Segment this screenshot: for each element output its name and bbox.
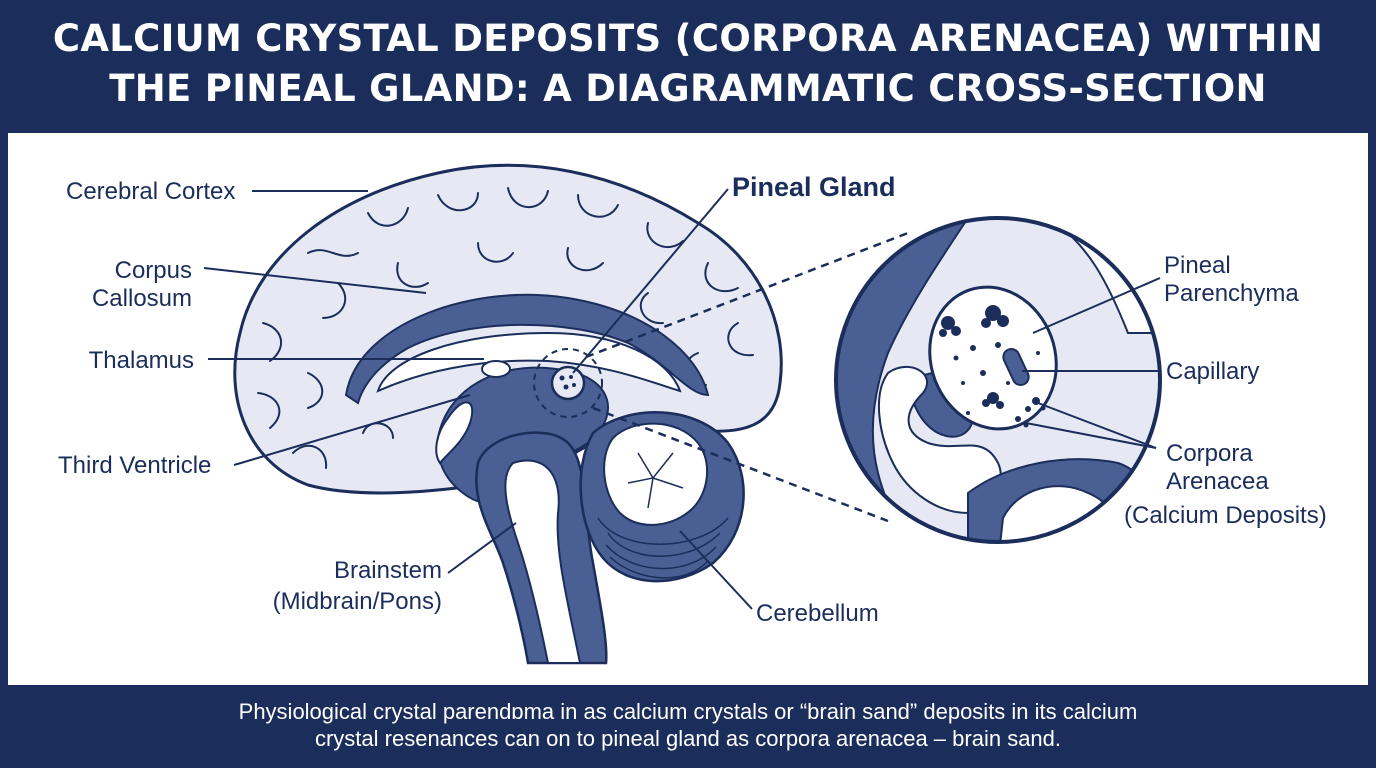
brain-illustration <box>233 163 783 665</box>
magnified-view <box>834 216 1162 544</box>
label-corpora-arenacea-line1: Corpora <box>1166 440 1253 467</box>
label-thalamus: Thalamus <box>89 347 194 374</box>
label-capillary: Capillary <box>1166 358 1259 385</box>
label-corpus-callosum-line1: Corpus <box>115 257 192 284</box>
label-pineal-parenchyma-line2: Parenchyma <box>1164 280 1299 307</box>
label-corpora-arenacea-line2: Arenacea <box>1166 468 1269 495</box>
label-pineal-gland: Pineal Gland <box>732 172 896 202</box>
leader-lines <box>203 188 1161 610</box>
title-line-1: CALCIUM CRYSTAL DEPOSITS (CORPORA ARENAC… <box>52 17 1324 60</box>
thalamus-nucleus <box>481 360 511 378</box>
cerebellum-folia <box>597 517 729 579</box>
diagram-panel: Cerebral Cortex Corpus Callosum Thalamus… <box>8 133 1368 685</box>
arbor-lines <box>627 452 684 509</box>
pineal-parenchyma-shape <box>928 285 1058 431</box>
caption-line-2: crystal resenances can on to pineal glan… <box>314 726 1062 751</box>
magnify-connectors <box>585 231 909 523</box>
third-ventricle-shape <box>435 401 474 465</box>
label-cerebellum: Cerebellum <box>756 600 879 627</box>
brain-diagram: Cerebral Cortex Corpus Callosum Thalamus… <box>58 163 1327 665</box>
magnified-recess <box>877 365 1002 515</box>
label-brainstem-line2: (Midbrain/Pons) <box>273 588 442 615</box>
pineal-small-deposits <box>559 375 576 390</box>
magnified-lobule-bottom <box>996 485 1123 542</box>
label-brainstem-line1: Brainstem <box>334 557 442 584</box>
corpus-callosum-shape <box>344 293 710 405</box>
label-pineal-parenchyma-line1: Pineal <box>1164 252 1231 279</box>
pineal-gland-small <box>550 365 586 401</box>
label-cerebral-cortex: Cerebral Cortex <box>66 178 235 205</box>
label-corpus-callosum-line2: Callosum <box>92 285 192 312</box>
magnify-circle-small <box>533 348 603 418</box>
lateral-ventricle <box>376 331 682 393</box>
label-third-ventricle: Third Ventricle <box>58 452 211 479</box>
caption-line-1: Physiological crystal parendɒma in as ca… <box>238 699 1138 724</box>
corpora-arenacea-deposits <box>939 305 1046 428</box>
capillary-shape <box>1002 348 1030 386</box>
title-line-2: THE PINEAL GLAND: A DIAGRAMMATIC CROSS-S… <box>109 67 1267 110</box>
gyri-folds <box>257 187 754 469</box>
magnified-border <box>834 216 1162 544</box>
caption: Physiological crystal parendɒma in as ca… <box>0 698 1376 752</box>
label-corpora-arenacea-line3: (Calcium Deposits) <box>1124 502 1327 529</box>
page-title: CALCIUM CRYSTAL DEPOSITS (CORPORA ARENAC… <box>0 14 1376 114</box>
